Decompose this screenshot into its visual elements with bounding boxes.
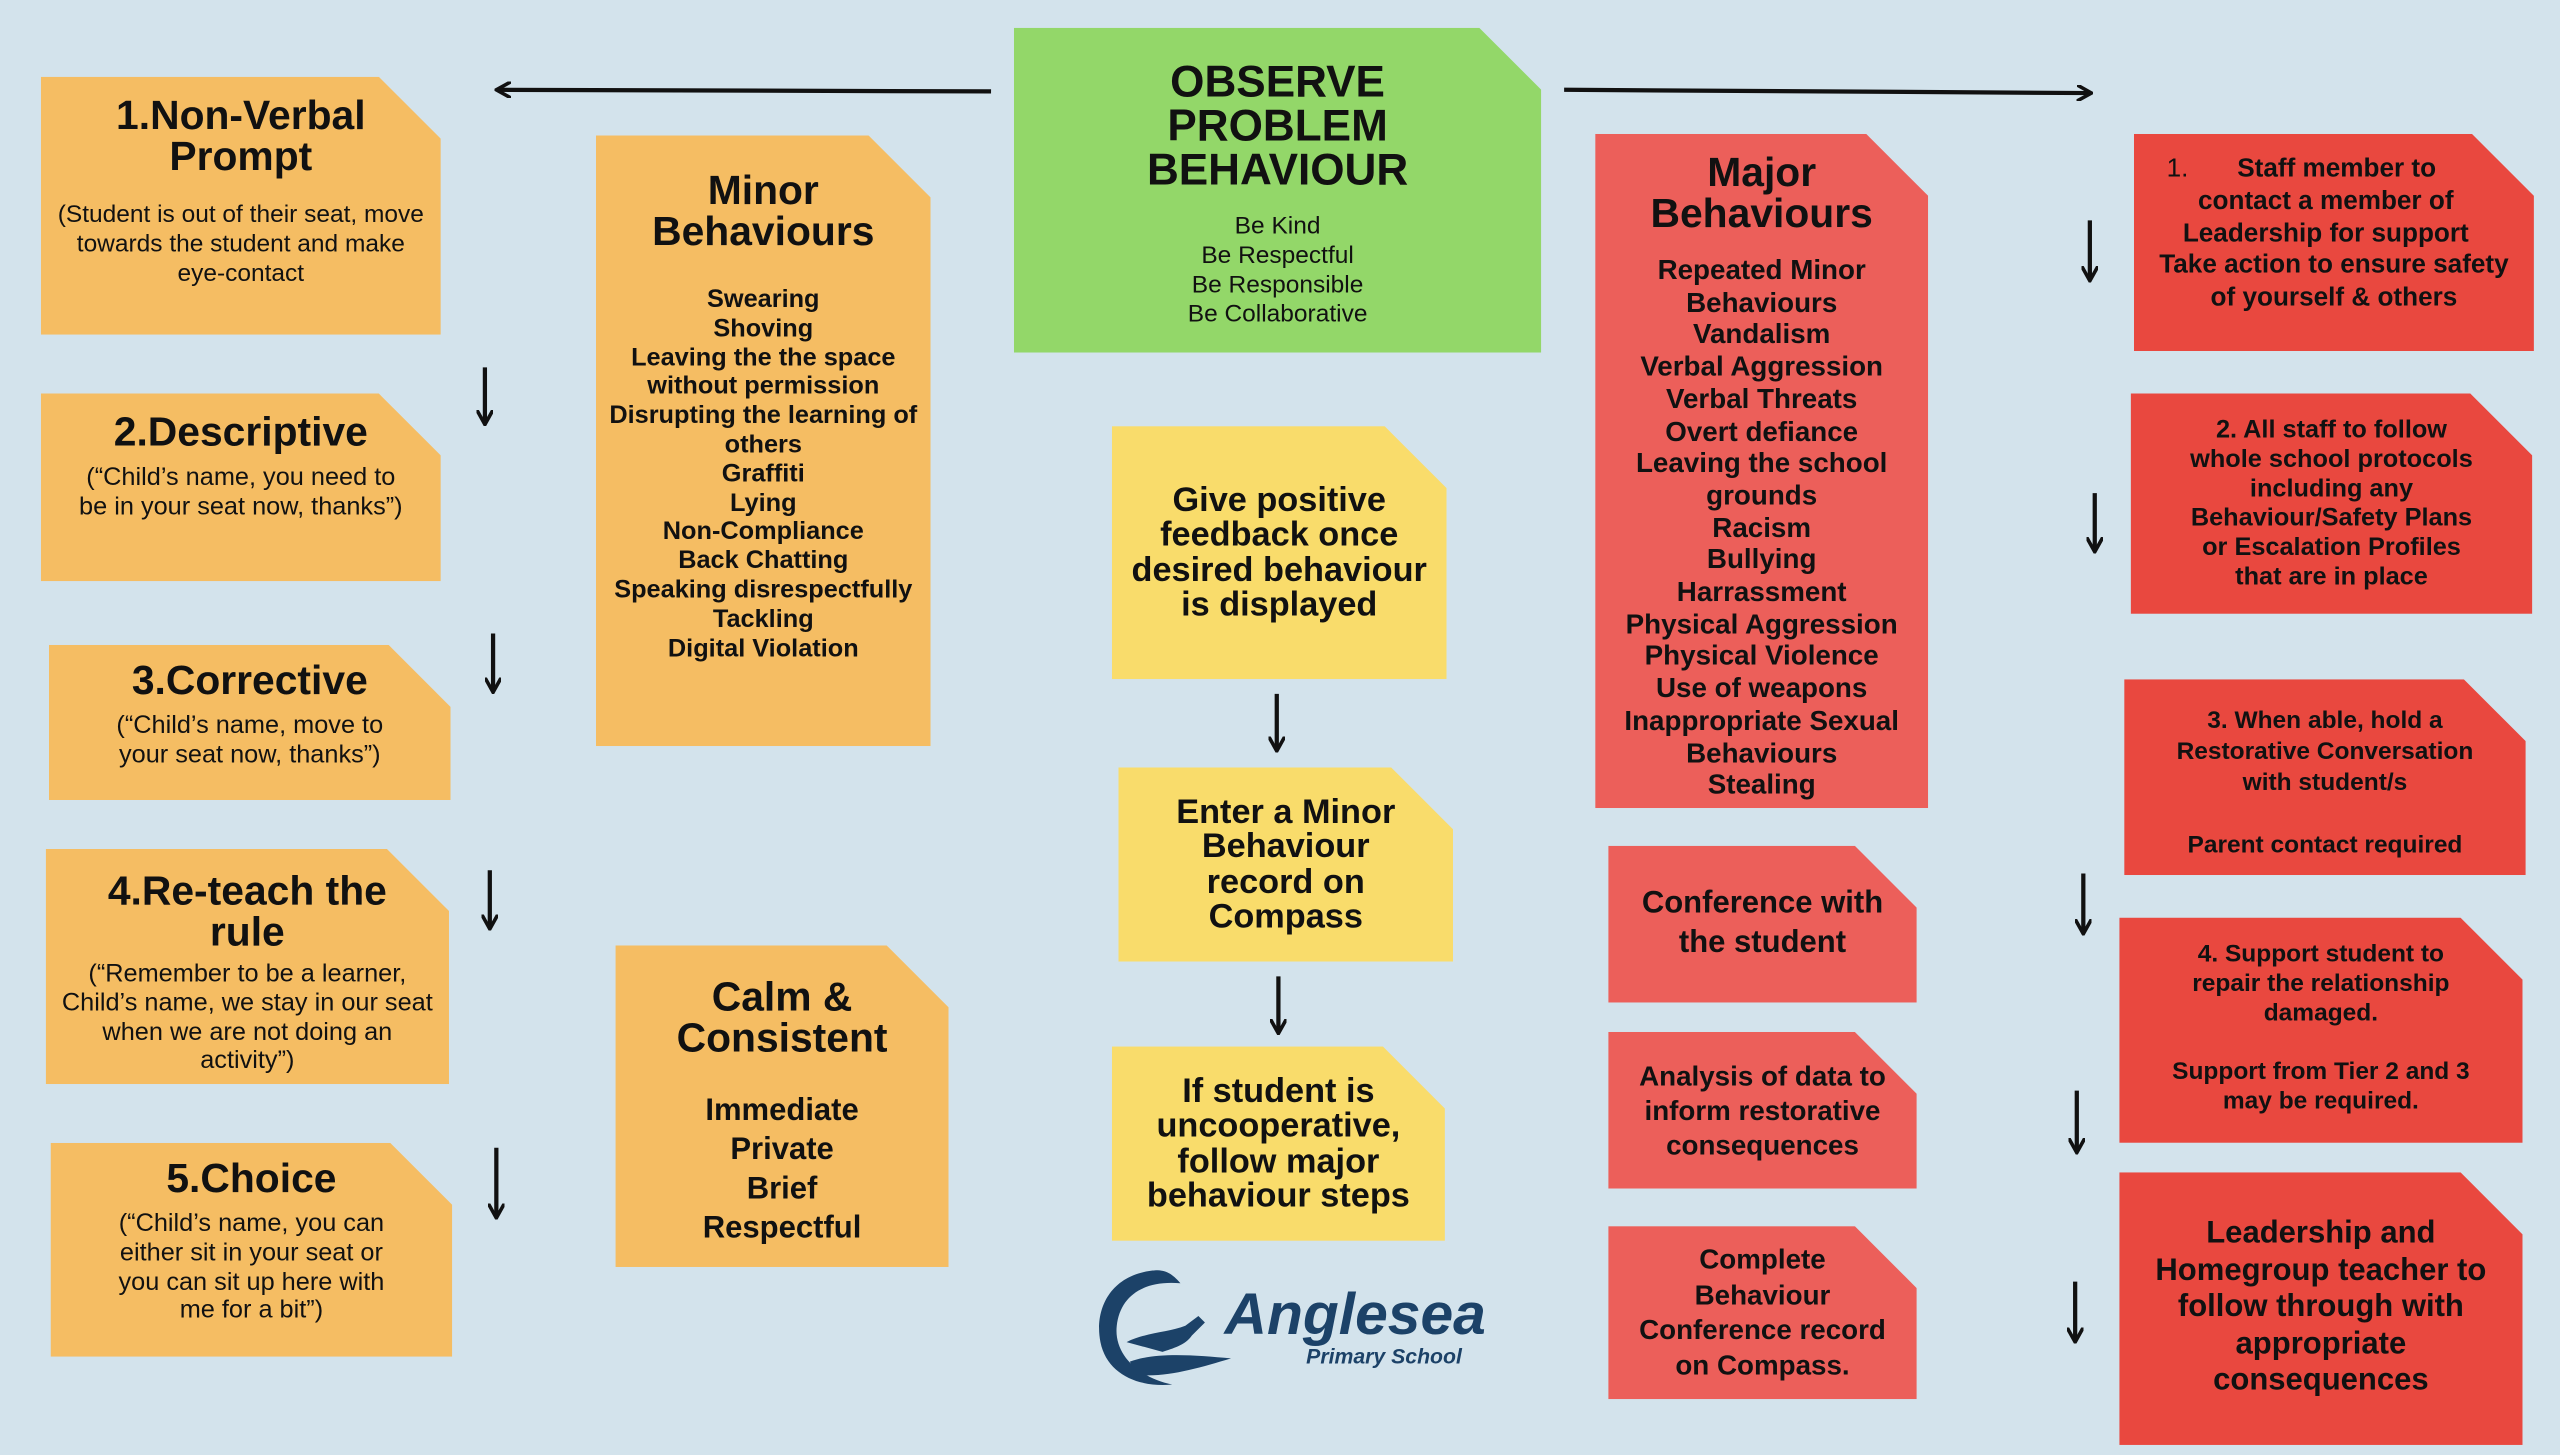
- school-value: Be Responsible: [1191, 271, 1364, 299]
- major-behaviour-item: Repeated Minor Behaviours: [1657, 254, 1866, 318]
- school-value: Be Kind: [1234, 212, 1321, 241]
- step-text-2: Parent contact required: [2187, 831, 2463, 859]
- step-title: 3.Corrective: [131, 657, 368, 704]
- step-text: 3. When able, hold a Restorative Convers…: [2176, 706, 2474, 797]
- calm-title: Calm & Consistent: [676, 974, 888, 1062]
- step-text: Analysis of data to inform restorative c…: [1639, 1060, 1886, 1161]
- calm-item: Immediate: [705, 1093, 859, 1129]
- kangaroo-logo-icon: [1099, 1270, 1232, 1386]
- major-behaviour-item: Bullying: [1706, 544, 1817, 576]
- minor-title: Minor Behaviours: [652, 168, 875, 255]
- major-behaviour-item: Verbal Threats: [1666, 383, 1858, 415]
- arrow-right-icon: [1564, 90, 2090, 93]
- major-behaviours-box: Major Behaviours Repeated Minor Behaviou…: [1595, 134, 1928, 808]
- right-step-3: 3. When able, hold a Restorative Convers…: [2124, 679, 2526, 875]
- step-number: 1.: [2166, 155, 2189, 183]
- right-step-4: 4. Support student to repair the relatio…: [2119, 918, 2522, 1143]
- conference-box: Conference with the student: [1608, 846, 1917, 1003]
- major-title: Major Behaviours: [1650, 150, 1873, 237]
- major-behaviour-item: Physical Violence: [1644, 640, 1879, 672]
- calm-item: Brief: [746, 1172, 818, 1207]
- minor-behaviour-item: Tackling: [712, 605, 814, 634]
- step-corrective: 3.Corrective (“Child’s name, move to you…: [49, 645, 451, 800]
- right-step-2: 2. All staff to follow whole school prot…: [2131, 393, 2533, 613]
- step-text: (“Child’s name, move to your seat now, t…: [116, 711, 384, 769]
- right-step-1: 1. Staff member to contact a member of L…: [2134, 134, 2534, 351]
- school-logo: Anglesea Primary School: [1091, 1260, 1486, 1394]
- uncooperative-box: If student is uncooperative, follow majo…: [1112, 1047, 1445, 1241]
- major-behaviour-item: Physical Aggression: [1625, 608, 1898, 640]
- minor-behaviour-item: Lying: [729, 489, 797, 517]
- major-behaviour-item: Harrassment: [1676, 576, 1847, 608]
- step-title: 4.Re-teach the rule: [107, 868, 387, 956]
- enter-minor-record-box: Enter a Minor Behaviour record on Compas…: [1118, 767, 1453, 961]
- step-text: Give positive feedback once desired beha…: [1131, 480, 1427, 624]
- major-behaviour-item: Overt defiance: [1665, 415, 1859, 447]
- step-text: Leadership and Homegroup teacher to foll…: [2155, 1216, 2487, 1398]
- major-behaviour-item: Verbal Aggression: [1640, 351, 1884, 383]
- major-behaviour-item: Vandalism: [1693, 319, 1831, 351]
- major-behaviour-item: Stealing: [1707, 769, 1816, 801]
- step-text: 2. All staff to follow whole school prot…: [2190, 415, 2473, 591]
- minor-behaviour-item: Leaving the the space without permission: [631, 343, 896, 401]
- minor-behaviour-item: Back Chatting: [678, 547, 849, 575]
- minor-behaviour-item: Disrupting the learning of others: [609, 401, 918, 459]
- major-behaviour-item: Racism: [1712, 512, 1812, 544]
- complete-record-box: Complete Behaviour Conference record on …: [1608, 1226, 1917, 1399]
- major-behaviour-item: Use of weapons: [1656, 672, 1868, 704]
- major-behaviour-item: Inappropriate Sexual Behaviours: [1624, 705, 1899, 769]
- step-title: 5.Choice: [166, 1155, 337, 1202]
- step-re-teach: 4.Re-teach the rule (“Remember to be a l…: [46, 849, 449, 1084]
- observe-title: OBSERVE PROBLEM BEHAVIOUR: [1146, 57, 1409, 195]
- step-text: (“Child’s name, you can either sit in yo…: [118, 1209, 385, 1325]
- step-text: Enter a Minor Behaviour record on Compas…: [1176, 792, 1396, 936]
- right-step-5: Leadership and Homegroup teacher to foll…: [2119, 1172, 2522, 1445]
- major-behaviour-item: Leaving the school grounds: [1635, 447, 1888, 511]
- step-text: (“Remember to be a learner, Child’s name…: [61, 960, 433, 1075]
- minor-behaviour-item: Graffiti: [721, 460, 805, 488]
- logo-subtitle: Primary School: [1306, 1343, 1462, 1369]
- minor-behaviour-item: Shoving: [713, 314, 814, 343]
- step-text: (Student is out of their seat, move towa…: [57, 200, 424, 288]
- school-value: Be Collaborative: [1187, 300, 1368, 329]
- logo-name: Anglesea: [1224, 1280, 1486, 1347]
- calm-item: Private: [730, 1133, 834, 1168]
- step-text-2: Take action to ensure safety of yourself…: [2159, 252, 2509, 313]
- positive-feedback-box: Give positive feedback once desired beha…: [1112, 426, 1447, 679]
- calm-item: Respectful: [702, 1211, 862, 1246]
- step-title: 2.Descriptive: [113, 409, 368, 456]
- step-text-2: Support from Tier 2 and 3 may be require…: [2172, 1057, 2470, 1116]
- step-text: Conference with the student: [1641, 886, 1884, 961]
- step-descriptive: 2.Descriptive (“Child’s name, you need t…: [41, 393, 441, 581]
- step-title: 1.Non-Verbal Prompt: [116, 93, 366, 180]
- minor-behaviour-item: Swearing: [707, 285, 820, 314]
- step-text: (“Child’s name, you need to be in your s…: [79, 463, 403, 521]
- arrow-left-icon: [498, 90, 992, 92]
- minor-behaviour-item: Digital Violation: [667, 634, 859, 663]
- step-text: Complete Behaviour Conference record on …: [1639, 1244, 1886, 1381]
- step-text: 4. Support student to repair the relatio…: [2192, 940, 2450, 1027]
- step-text: If student is uncooperative, follow majo…: [1146, 1071, 1410, 1215]
- minor-behaviour-item: Speaking disrespectfully: [614, 576, 913, 605]
- minor-behaviour-item: Non-Compliance: [662, 518, 864, 546]
- step-text: 1. Staff member to contact a member of L…: [2166, 155, 2469, 248]
- step-choice: 5.Choice (“Child’s name, you can either …: [51, 1143, 453, 1357]
- step-non-verbal-prompt: 1.Non-Verbal Prompt (Student is out of t…: [41, 77, 441, 335]
- school-value: Be Respectful: [1201, 241, 1354, 270]
- analysis-box: Analysis of data to inform restorative c…: [1608, 1032, 1917, 1189]
